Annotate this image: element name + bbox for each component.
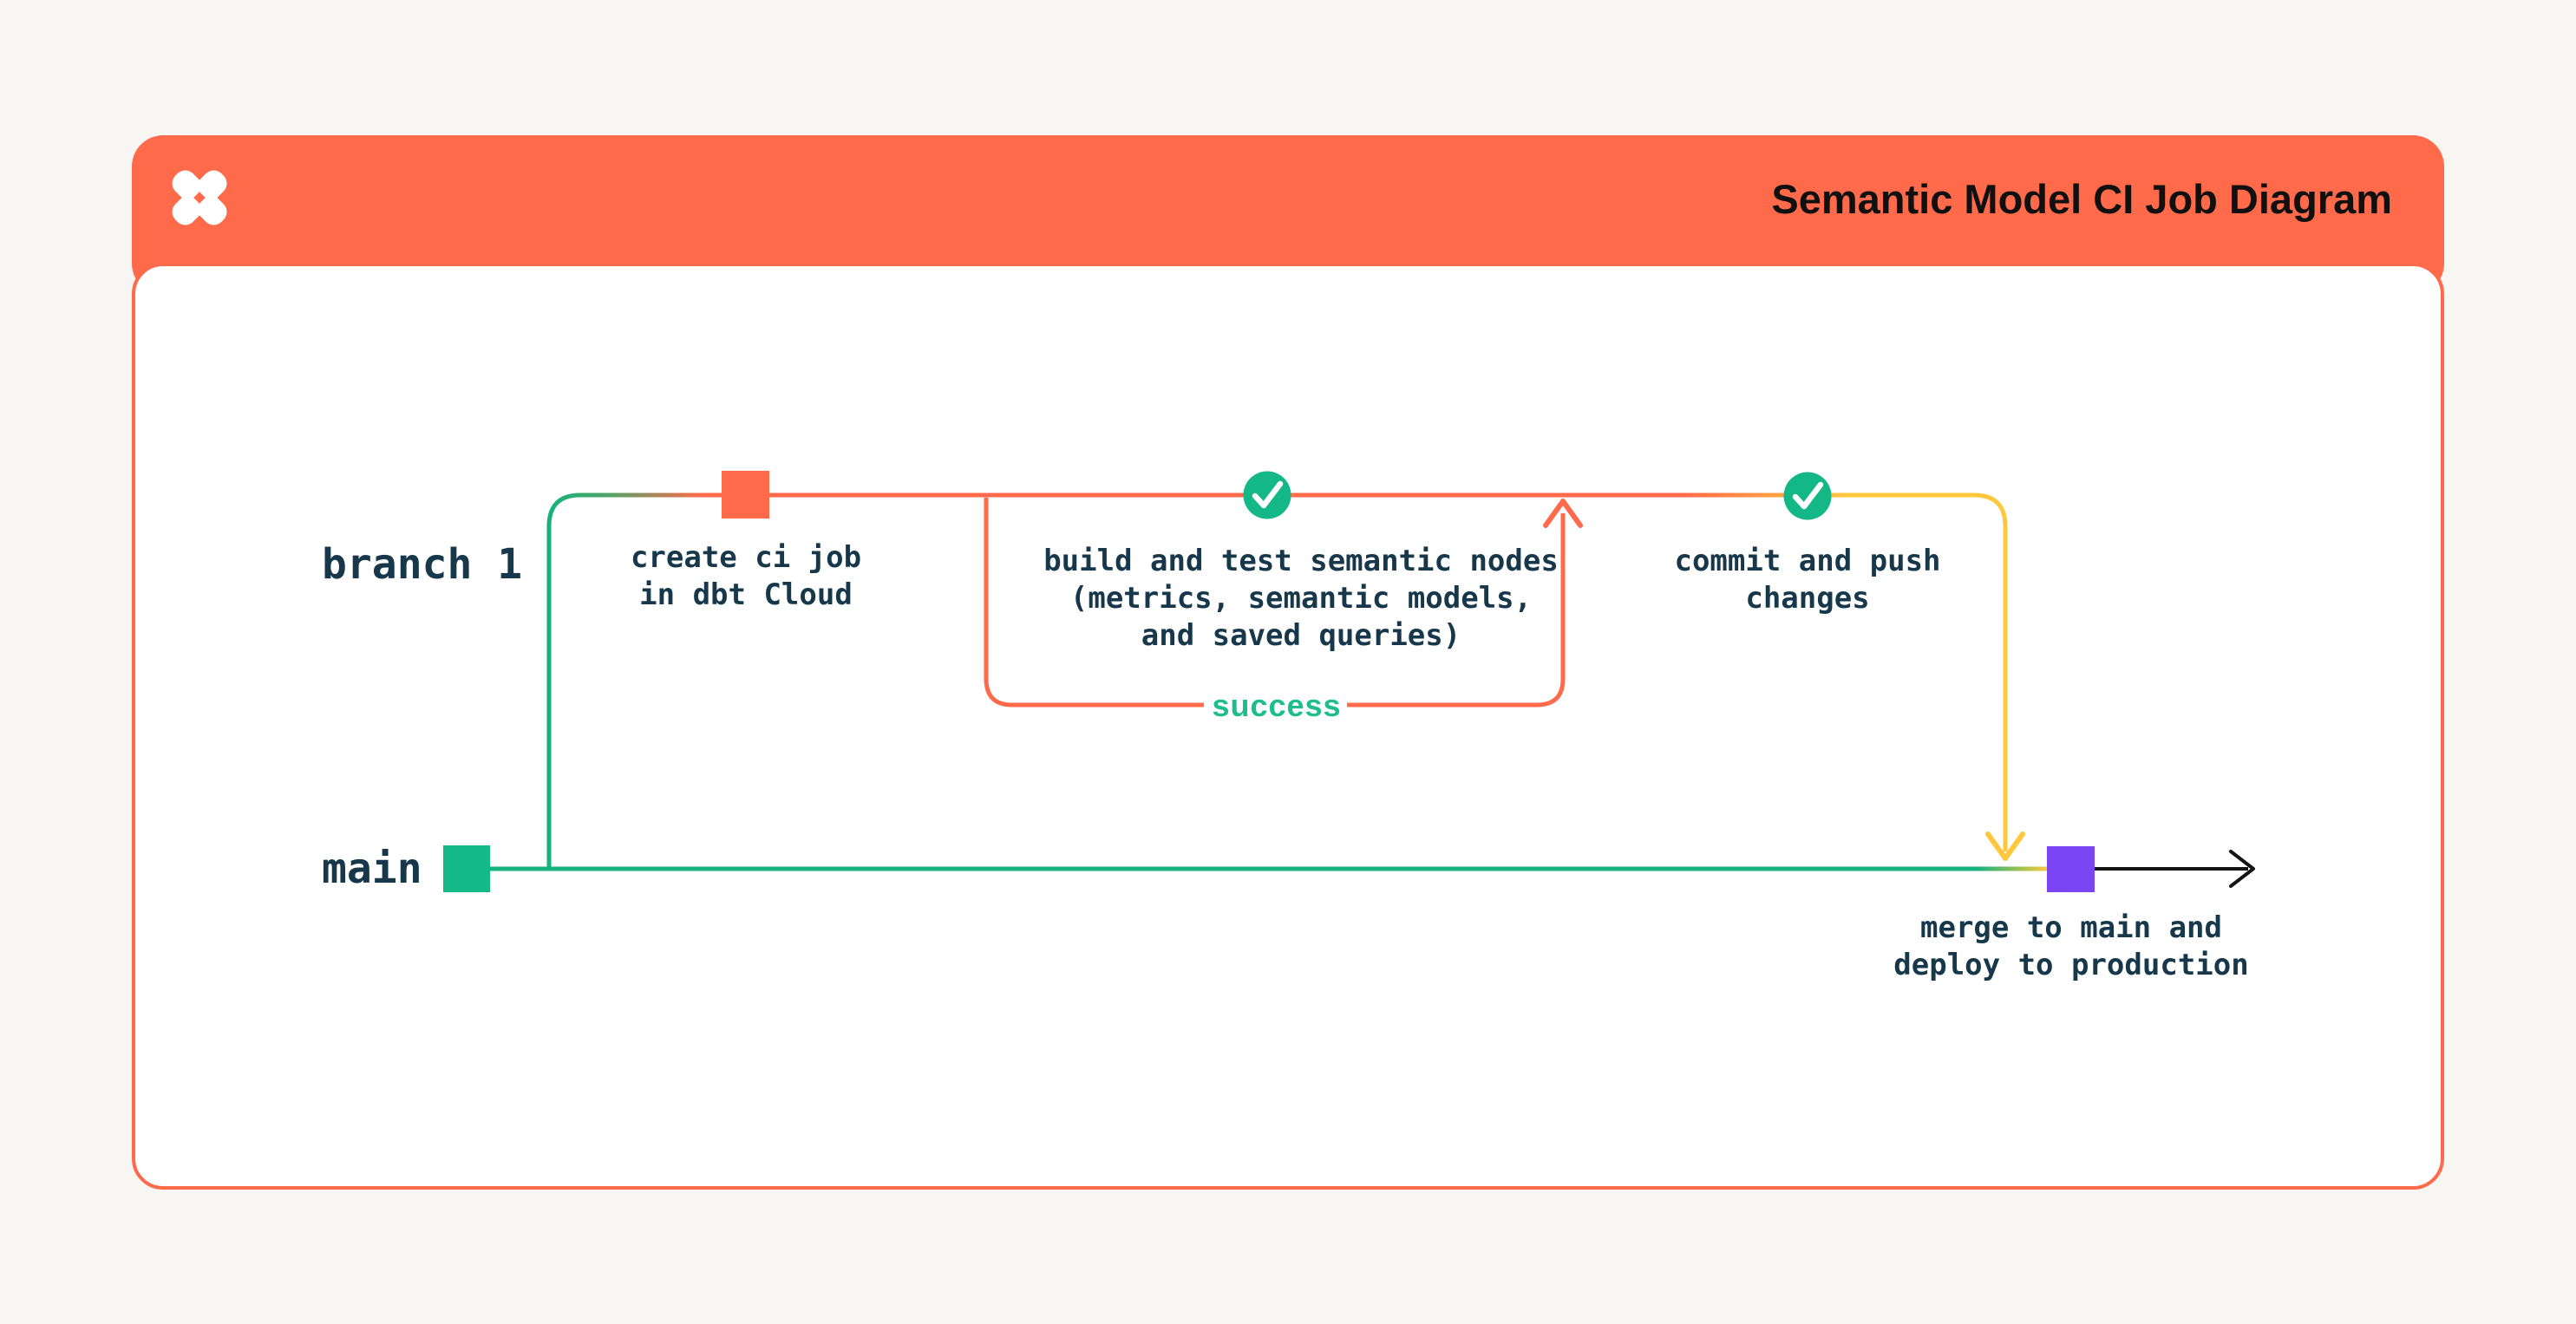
caption-line: build and test semantic nodes — [1043, 544, 1559, 578]
caption-line: and saved queries) — [1141, 618, 1461, 653]
success-edge-label: success — [1212, 688, 1342, 723]
lane-label-branch-1: branch 1 — [322, 540, 523, 589]
build-test-check-circle — [1243, 471, 1291, 519]
checkmark-icon — [1252, 480, 1284, 509]
caption-commit-and-push: commit and push changes — [1461, 543, 2154, 617]
success-loop-left — [984, 498, 1204, 708]
dbt-logo-icon — [172, 170, 227, 225]
commit-push-check-circle — [1783, 472, 1832, 520]
merge-arrowhead-icon — [1985, 832, 2025, 861]
diagram-card — [132, 263, 2444, 1190]
main-commit-square — [443, 845, 490, 892]
lane-label-main: main — [322, 845, 422, 893]
caption-line: commit and push — [1674, 544, 1941, 578]
page-title: Semantic Model CI Job Diagram — [1771, 176, 2392, 222]
create-ci-commit-square — [722, 471, 769, 519]
success-loop-arrowhead-icon — [1543, 499, 1583, 528]
caption-create-ci-job: create ci job in dbt Cloud — [399, 539, 1093, 614]
caption-merge-deploy: merge to main and deploy to production — [1724, 910, 2418, 984]
checkmark-icon — [1792, 481, 1824, 510]
merge-commit-square — [2047, 846, 2095, 892]
caption-line: (metrics, semantic models, — [1069, 581, 1533, 616]
deploy-arrowhead-icon — [2229, 850, 2255, 888]
caption-line: deploy to production — [1893, 948, 2249, 982]
caption-line: in dbt Cloud — [639, 577, 853, 612]
caption-line: merge to main and — [1920, 910, 2222, 945]
success-loop-right — [1347, 513, 1566, 708]
caption-line: changes — [1745, 581, 1870, 616]
caption-build-and-test: build and test semantic nodes (metrics, … — [954, 543, 1648, 655]
caption-line: create ci job — [630, 540, 862, 575]
